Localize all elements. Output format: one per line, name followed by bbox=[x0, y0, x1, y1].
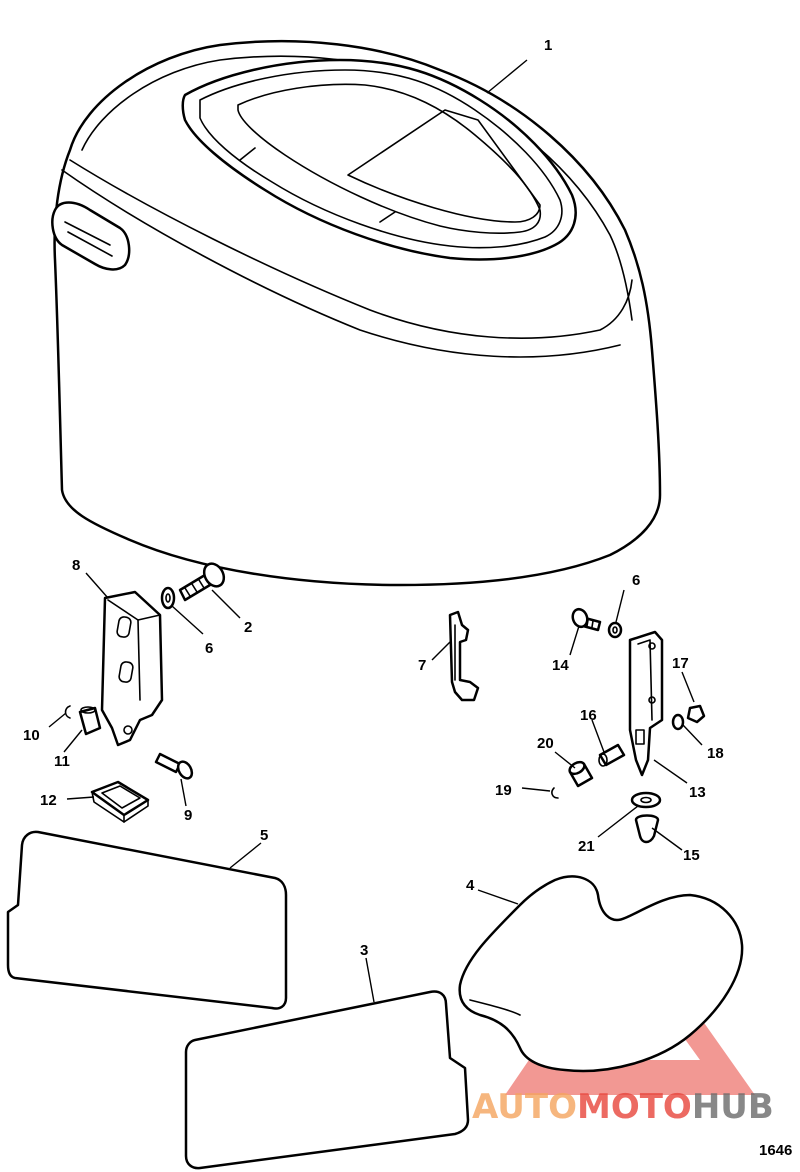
callout-21: 21 bbox=[578, 838, 595, 855]
bushing-part-20 bbox=[568, 760, 594, 788]
washer-part-21 bbox=[630, 791, 662, 809]
callout-20: 20 bbox=[537, 735, 554, 752]
callout-8: 8 bbox=[72, 557, 80, 574]
callout-16: 16 bbox=[580, 707, 597, 724]
washer-part-6-right bbox=[607, 621, 623, 639]
callout-18: 18 bbox=[707, 745, 724, 762]
watermark-text: AUTOMOTOHUB bbox=[472, 1087, 774, 1127]
watermark-hub: HUB bbox=[692, 1087, 774, 1127]
bracket-part-8 bbox=[100, 590, 164, 747]
screw-part-14 bbox=[571, 607, 602, 632]
bumper-part-15 bbox=[634, 814, 660, 844]
callout-3: 3 bbox=[360, 942, 368, 959]
callout-7: 7 bbox=[418, 657, 426, 674]
callout-15: 15 bbox=[683, 847, 700, 864]
latch-part-7 bbox=[448, 610, 480, 702]
grommet-part-12 bbox=[90, 780, 150, 823]
leader-lines bbox=[48, 59, 703, 1003]
pad-part-4 bbox=[458, 875, 744, 1073]
callout-5: 5 bbox=[260, 827, 268, 844]
figure-number: 1646 bbox=[759, 1142, 792, 1159]
callout-6-left: 6 bbox=[205, 640, 213, 657]
callout-11: 11 bbox=[54, 753, 70, 770]
callout-19: 19 bbox=[495, 782, 512, 799]
clip-part-19 bbox=[551, 787, 559, 799]
watermark-moto: MOTO bbox=[577, 1087, 692, 1127]
callout-12: 12 bbox=[40, 792, 57, 809]
callout-13: 13 bbox=[689, 784, 706, 801]
panel-part-5 bbox=[6, 830, 288, 1010]
callout-14: 14 bbox=[552, 657, 569, 674]
callout-1: 1 bbox=[544, 37, 552, 54]
callout-4: 4 bbox=[466, 877, 475, 894]
callout-6-right: 6 bbox=[632, 572, 640, 589]
hinge-bracket-part-13 bbox=[628, 630, 664, 777]
svg-text:AUTOMOTOHUB: AUTOMOTOHUB bbox=[472, 1087, 774, 1127]
screw-part-2 bbox=[178, 562, 226, 602]
lock-washer-part-6 bbox=[160, 586, 176, 610]
panel-part-3 bbox=[184, 990, 470, 1170]
spacer-part-11 bbox=[78, 706, 102, 736]
callout-9: 9 bbox=[184, 807, 192, 824]
washer-part-18 bbox=[671, 713, 685, 731]
watermark-auto: AUTO bbox=[472, 1087, 577, 1127]
stud-part-16 bbox=[598, 743, 626, 767]
callout-17: 17 bbox=[672, 655, 689, 672]
pin-part-9 bbox=[154, 752, 194, 780]
callout-2: 2 bbox=[244, 619, 252, 636]
top-cowl-part-1 bbox=[51, 39, 662, 587]
callout-labels: 1 2 6 8 7 10 11 9 12 6 14 16 17 18 13 20… bbox=[23, 37, 724, 959]
clip-part-10 bbox=[64, 705, 71, 719]
callout-10: 10 bbox=[23, 727, 40, 744]
nut-part-17 bbox=[686, 704, 706, 724]
